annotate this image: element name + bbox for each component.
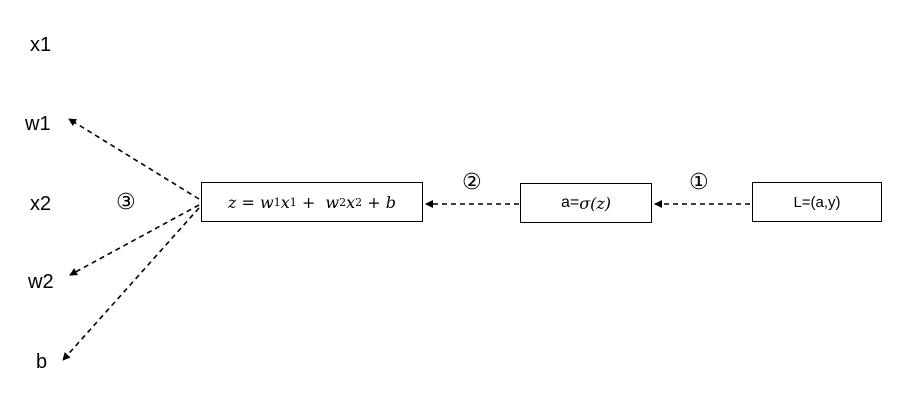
z-w2: w	[325, 192, 340, 212]
arrow-z-to-w2	[69, 204, 200, 276]
step-marker-1: ①	[689, 170, 709, 195]
activation-function: σ(z)	[579, 193, 612, 213]
z-w2-sub: 2	[339, 195, 347, 209]
z-w1: w	[260, 192, 274, 212]
z-x2: x	[346, 192, 356, 212]
label-w2: w2	[28, 271, 54, 293]
arrow-z-to-w1	[68, 118, 200, 200]
z-x2-sub: 2	[355, 195, 363, 209]
node-activation: a=σ(z)	[520, 183, 652, 223]
label-x2: x2	[30, 193, 52, 215]
z-lhs: z	[227, 192, 237, 212]
label-x1: x1	[30, 34, 52, 56]
z-equals: =	[241, 192, 255, 212]
activation-prefix: a=	[560, 194, 580, 211]
node-loss: L=(a,y)	[752, 182, 882, 222]
z-w1-sub: 1	[273, 195, 281, 209]
z-b: b	[385, 192, 396, 212]
loss-label: L=(a,y)	[793, 193, 841, 211]
label-w1: w1	[25, 113, 51, 135]
label-b: b	[36, 351, 48, 373]
z-plus-2: +	[367, 192, 381, 212]
z-x1: x	[280, 192, 290, 212]
z-plus-1: +	[301, 192, 316, 212]
step-marker-3: ③	[116, 190, 136, 215]
arrow-z-to-b	[62, 207, 200, 361]
step-marker-2: ②	[462, 170, 482, 195]
z-x1-sub: 1	[289, 195, 297, 209]
